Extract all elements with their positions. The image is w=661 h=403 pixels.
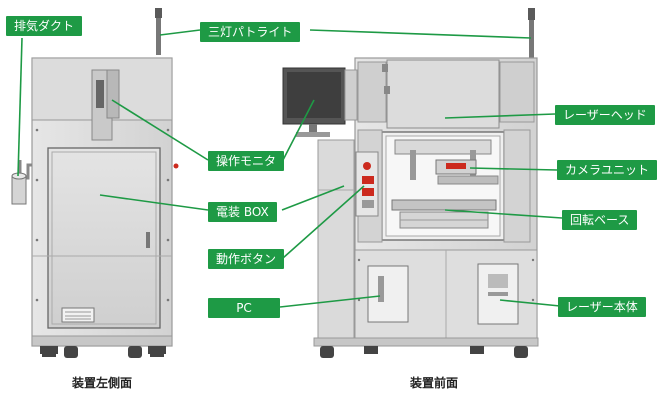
caption-left-view: 装置左側面 xyxy=(72,376,133,390)
caption-front-view: 装置前面 xyxy=(410,376,459,390)
label-operation-button: 動作ボタン xyxy=(208,249,285,269)
label-rotating-base: 回転ベース xyxy=(562,210,638,230)
label-laser-head: レーザーヘッド xyxy=(555,105,655,125)
front-machine xyxy=(282,8,539,358)
red-button-icon xyxy=(363,162,371,170)
label-operation-monitor: 操作モニタ xyxy=(208,151,285,171)
leader-lines xyxy=(17,29,563,308)
patlite-tower-right xyxy=(529,10,534,70)
label-electrical-box: 電装 BOX xyxy=(208,202,277,222)
label-laser-body: レーザー本体 xyxy=(558,297,646,317)
label-pc: PC xyxy=(208,298,280,318)
label-camera-unit: カメラユニット xyxy=(557,160,658,180)
pc-unit xyxy=(367,265,409,323)
label-exhaust-duct: 排気ダクト xyxy=(6,16,83,36)
patlite-tower-left xyxy=(156,10,161,55)
left-side-machine xyxy=(11,8,179,358)
label-three-light-patlite: 三灯パトライト xyxy=(200,22,301,42)
